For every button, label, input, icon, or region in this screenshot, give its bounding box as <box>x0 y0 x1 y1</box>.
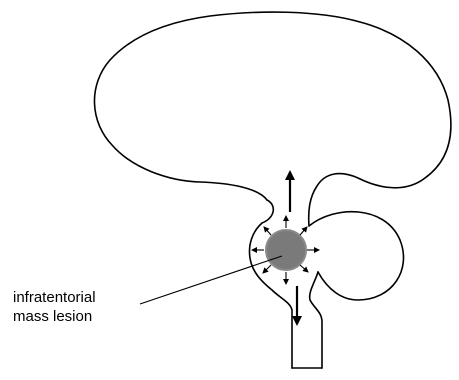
label-infratentorial: infratentorial <box>13 289 96 306</box>
arrow-upleft <box>264 227 271 235</box>
mass-lesion <box>266 230 306 270</box>
arrow-upright <box>300 227 307 235</box>
arrow-downright <box>300 265 308 272</box>
cerebrum-outline <box>94 12 450 226</box>
label-mass-lesion: mass lesion <box>13 308 92 325</box>
arrow-downleft <box>263 265 271 273</box>
cerebellum-outline <box>309 212 404 300</box>
brainstem-right-outline <box>310 272 322 368</box>
